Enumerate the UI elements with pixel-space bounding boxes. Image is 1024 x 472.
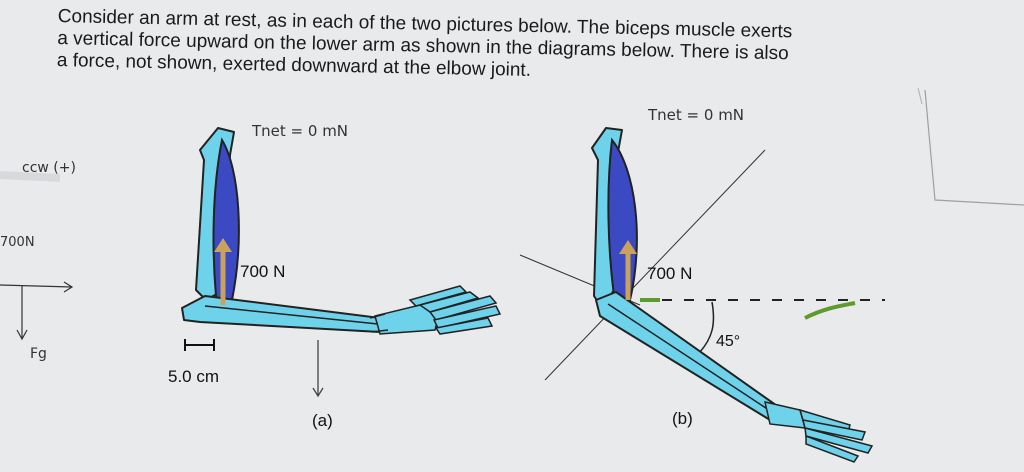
caption-b: (b) xyxy=(672,409,693,428)
diagram-b: 700 N 45° (b) Tnet = 0 mN xyxy=(519,106,885,463)
distance-label-a: 5.0 cm xyxy=(168,367,219,386)
torque-note-b: Tnet = 0 mN xyxy=(647,106,744,124)
weight-arrow-a xyxy=(312,340,324,398)
biceps-muscle-b xyxy=(607,137,638,304)
biceps-force-arrow-a xyxy=(214,238,232,305)
biceps-muscle-a xyxy=(212,137,240,304)
forearm-b xyxy=(595,291,781,421)
background-marks xyxy=(0,87,1024,206)
sketch-arrows xyxy=(0,281,74,341)
reference-line-b xyxy=(640,298,885,320)
force-note: 700N xyxy=(0,235,35,250)
fg-note: Fg xyxy=(30,346,47,362)
torque-note-a: Tnet = 0 mN xyxy=(251,122,348,140)
angle-arc-b xyxy=(699,301,715,353)
ccw-note: ccw (+) xyxy=(22,160,76,176)
force-label-b: 700 N xyxy=(647,264,692,283)
forearm-a xyxy=(181,295,381,333)
distance-marker-a xyxy=(184,339,215,351)
diagram-a: 700 N 5.0 cm (a) Tnet = 0 mN xyxy=(168,122,502,430)
force-label-a: 700 N xyxy=(240,262,285,281)
biceps-force-arrow-b xyxy=(619,240,637,300)
hand-a xyxy=(369,285,502,335)
margin-notes: ccw (+) 700N Fg xyxy=(0,160,76,362)
caption-a: (a) xyxy=(312,411,333,430)
hand-b xyxy=(764,401,874,463)
angle-label-b: 45° xyxy=(716,333,740,350)
